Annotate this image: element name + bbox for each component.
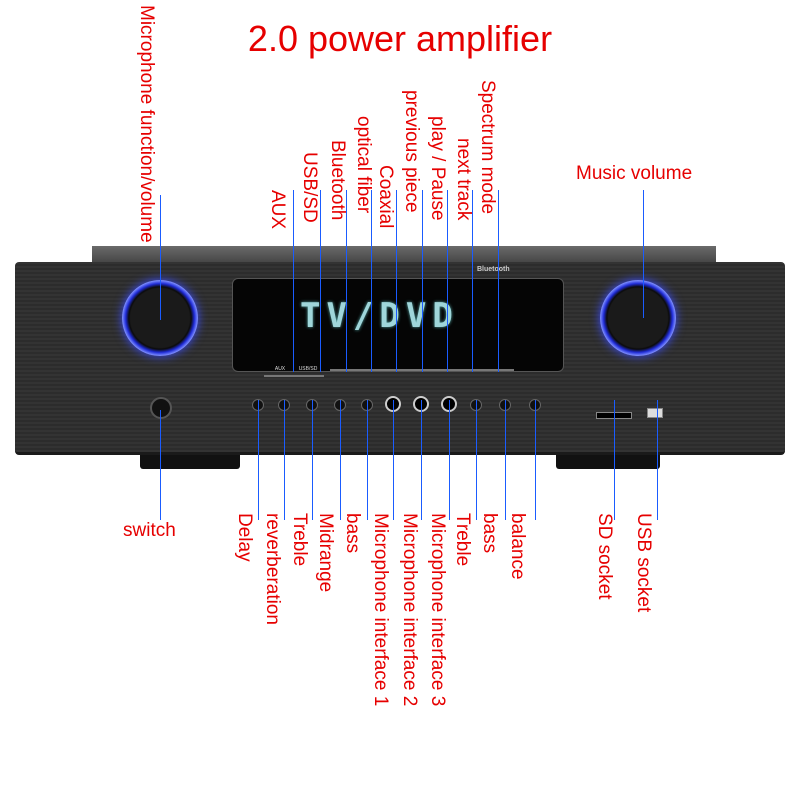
page-title: 2.0 power amplifier <box>247 18 553 59</box>
label-bottom: bass <box>342 513 363 554</box>
label-music-volume: Music volume <box>576 163 693 184</box>
music-volume-knob[interactable] <box>600 280 676 356</box>
label-top: Spectrum mode <box>477 80 498 215</box>
label-bottom: Treble <box>289 513 310 567</box>
label-bottom: Microphone interface 3 <box>427 513 448 707</box>
leader-line <box>160 195 161 320</box>
leader-line <box>643 190 644 318</box>
leader-line <box>346 190 347 372</box>
panel-button[interactable]: USB/SD <box>292 366 324 377</box>
leader-line <box>293 190 294 372</box>
foot-left <box>140 455 240 469</box>
label-bottom: USB socket <box>633 513 654 613</box>
leader-line <box>396 190 397 372</box>
label-bottom: bass <box>479 513 500 554</box>
leader-line <box>312 400 313 520</box>
leader-line <box>447 190 448 372</box>
label-top: Microphone function/volume <box>136 5 157 243</box>
leader-line <box>160 410 161 520</box>
label-top: next track <box>453 138 474 221</box>
leader-line <box>472 190 473 372</box>
display-text: TV/DVD <box>300 296 459 336</box>
leader-line <box>476 400 477 520</box>
label-bottom: Microphone interface 1 <box>370 513 391 707</box>
leader-line <box>614 400 615 520</box>
leader-line <box>657 400 658 520</box>
label-bottom: Delay <box>234 513 255 562</box>
label-bottom: Treble <box>452 513 473 567</box>
label-top: Coaxial <box>375 165 396 229</box>
leader-line <box>320 190 321 372</box>
leader-line <box>258 400 259 520</box>
leader-line <box>535 400 536 520</box>
leader-line <box>371 190 372 372</box>
panel-button[interactable]: AUX <box>264 366 296 377</box>
label-top: Bluetooth <box>327 140 348 221</box>
leader-line <box>498 190 499 372</box>
leader-line <box>449 400 450 520</box>
label-bottom: Midrange <box>315 513 336 593</box>
usb-socket[interactable] <box>647 408 663 418</box>
leader-line <box>340 400 341 520</box>
label-switch: switch <box>123 520 176 541</box>
leader-line <box>505 400 506 520</box>
vfd-display <box>232 278 564 372</box>
power-switch[interactable] <box>150 397 172 419</box>
leader-line <box>422 190 423 372</box>
label-bottom: Microphone interface 2 <box>399 513 420 707</box>
leader-line <box>284 400 285 520</box>
label-bottom: reverberation <box>262 513 283 625</box>
label-bottom: balance <box>507 513 528 580</box>
leader-line <box>421 400 422 520</box>
foot-right <box>556 455 660 469</box>
label-top: play / Pause <box>427 116 448 221</box>
label-top: optical fiber <box>353 116 374 214</box>
label-top: AUX <box>267 190 288 230</box>
label-top: previous piece <box>401 90 422 213</box>
label-bottom: SD socket <box>594 513 615 600</box>
bluetooth-badge: Bluetooth <box>477 266 510 273</box>
label-top: USB/SD <box>299 152 320 223</box>
leader-line <box>393 400 394 520</box>
leader-line <box>367 400 368 520</box>
